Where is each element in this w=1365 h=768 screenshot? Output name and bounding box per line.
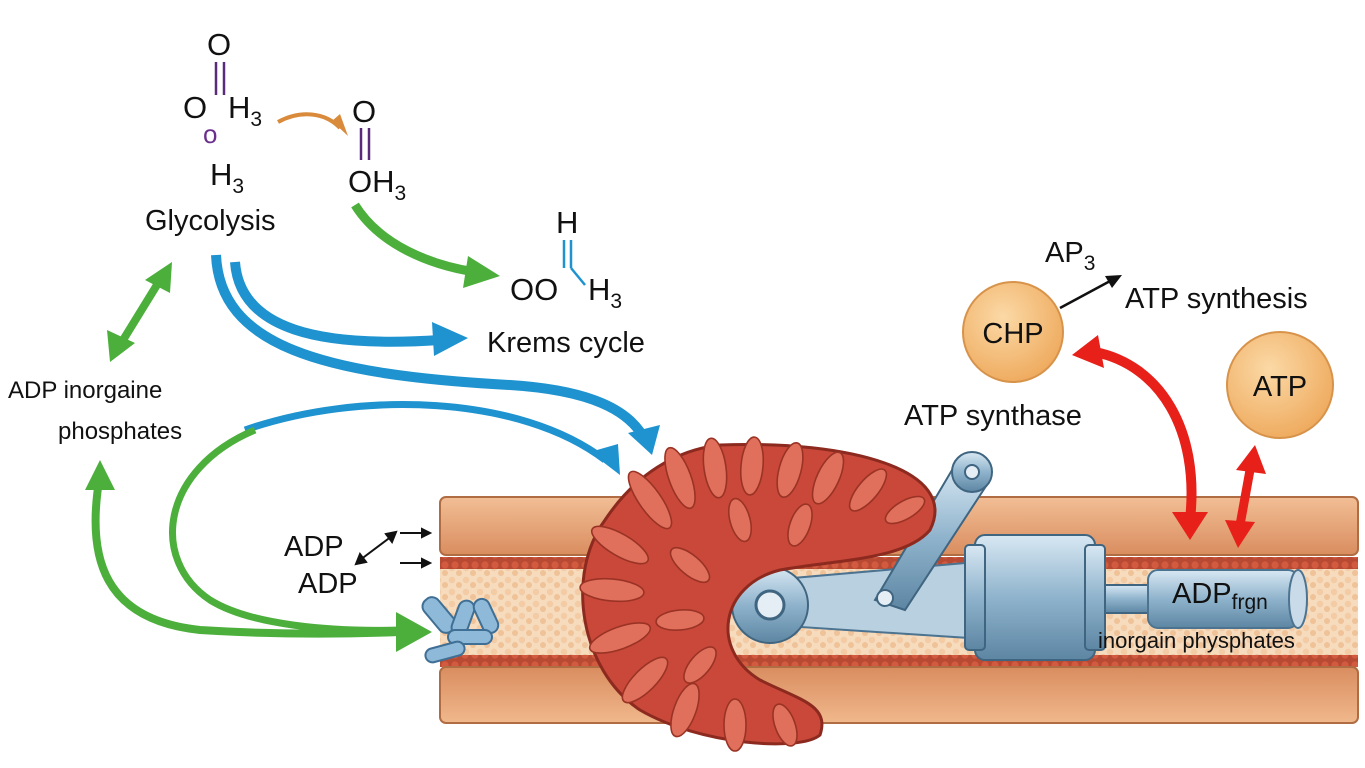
blue-arrows-to-mitochondrion: [211, 254, 660, 475]
svg-text:H3: H3: [210, 157, 244, 198]
acetyl-h-top: H: [556, 205, 578, 240]
molecule-glucose: O O H3 o H3: [183, 27, 262, 198]
molecule-acetyl: H OO H3: [510, 205, 622, 313]
ap3-sub: 3: [1084, 252, 1096, 275]
red-double-arrow-chp: [1072, 335, 1208, 540]
adp-fragment-cylinder: [1147, 569, 1308, 629]
adp-inorganic-label-line2: phosphates: [58, 418, 182, 445]
inorgain-phosphates-label: inorgain physphates: [1098, 628, 1295, 653]
svg-text:OH3: OH3: [348, 164, 406, 205]
svg-text:H3: H3: [228, 90, 262, 131]
mol-h3-right: H: [228, 90, 250, 125]
svg-text:AP3: AP3: [1045, 237, 1095, 275]
adp-frgn-sub: frgn: [1232, 591, 1268, 614]
ap3-label: AP: [1045, 237, 1084, 269]
pyr-oh: OH: [348, 164, 395, 199]
atp-synthesis-label: ATP synthesis: [1125, 283, 1308, 315]
acetyl-oo: OO: [510, 272, 558, 307]
mol-o-top: O: [207, 27, 231, 62]
mol-h3-bottom-sub: 3: [232, 175, 244, 198]
mol-h3-bottom: H: [210, 157, 232, 192]
chp-circle: CHP: [962, 281, 1064, 383]
glycolysis-label: Glycolysis: [145, 205, 276, 237]
svg-text:ADPfrgn: ADPfrgn: [1172, 578, 1268, 614]
green-arrow-loop: [85, 426, 432, 652]
acetyl-h3: H: [588, 272, 610, 307]
krebs-cycle-label: Krems cycle: [487, 327, 645, 359]
adp-inorganic-label-line1: ADP inorgaine: [8, 377, 162, 404]
acetyl-h3-sub: 3: [610, 290, 622, 313]
atp-synthase-label: ATP synthase: [904, 400, 1082, 432]
molecule-pyruvate: O OH3: [348, 94, 406, 205]
pyr-o-top: O: [352, 94, 376, 129]
mol-small-o: o: [203, 119, 217, 149]
green-arrow-pyruvate-krebs: [351, 202, 500, 288]
atp-synthase-machine: [731, 451, 1151, 661]
red-double-arrow-atp: [1225, 445, 1266, 548]
mol-o-left: O: [183, 90, 207, 125]
adp-label-1: ADP: [284, 531, 344, 563]
svg-text:H3: H3: [588, 272, 622, 313]
adp-label-2: ADP: [298, 568, 358, 600]
pyr-oh-sub: 3: [395, 182, 407, 205]
mol-h3-right-sub: 3: [250, 108, 262, 131]
mitochondrion: [579, 436, 937, 752]
orange-arrow: [277, 112, 348, 136]
blue-arrow-to-krebs: [230, 261, 468, 356]
atp-label: ATP: [1253, 371, 1307, 403]
adp-frgn-label: ADP: [1172, 578, 1232, 610]
chp-label: CHP: [982, 318, 1043, 350]
green-double-arrow-glycolysis: [107, 262, 172, 362]
black-arrow-ap3: [1059, 275, 1122, 310]
membrane-protein: [421, 596, 500, 664]
atp-circle: ATP: [1226, 331, 1334, 439]
adp-exchange-arrows: [354, 527, 433, 569]
